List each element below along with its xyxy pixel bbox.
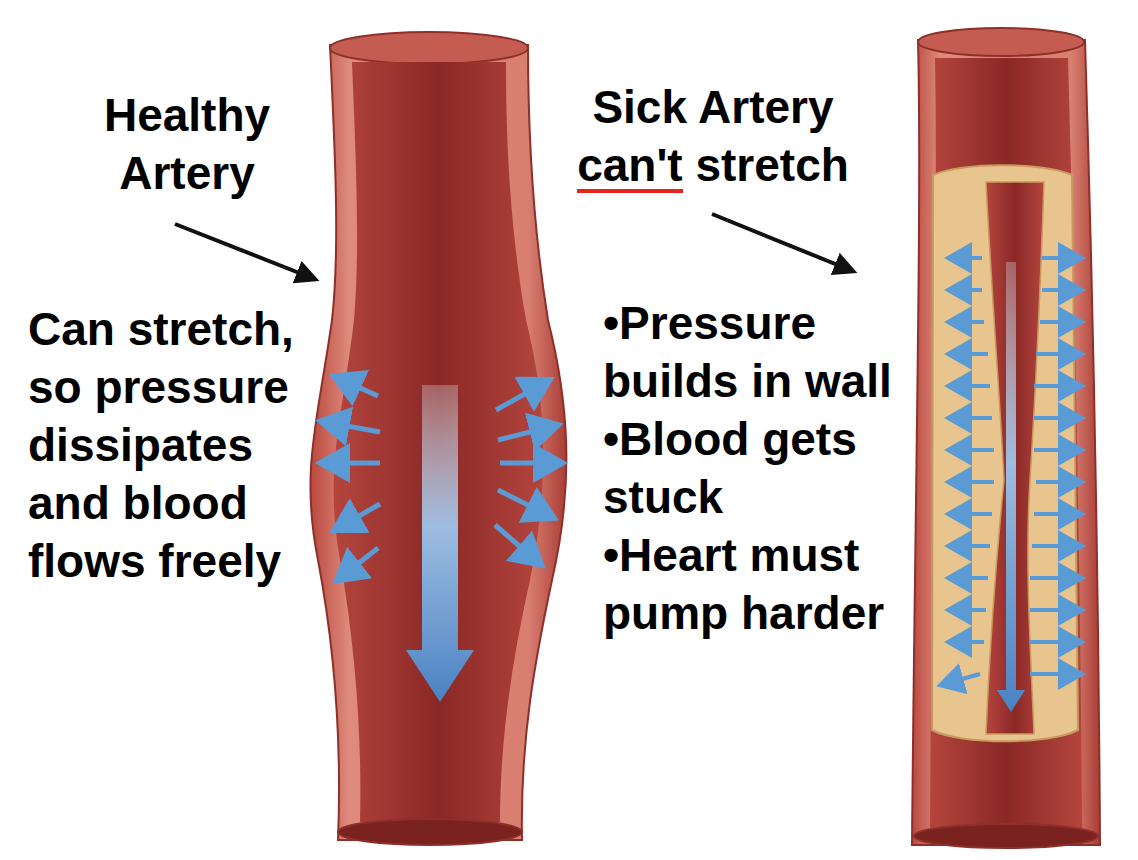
- bullet-text: •Pressure builds in wall: [603, 294, 909, 410]
- bullet-text: •Heart must pump harder: [603, 526, 909, 642]
- artery-title: Sick Artery can't stretch: [548, 78, 878, 194]
- leader-arrows: [175, 214, 850, 278]
- artery-title: Healthy Artery: [72, 86, 302, 202]
- healthy-artery: [310, 32, 566, 845]
- sick-artery: [912, 28, 1100, 848]
- description-text: Can stretch, so pressure dissipates and …: [28, 300, 318, 590]
- bullet-text: •Blood gets stuck: [603, 410, 909, 526]
- red-underline: [577, 189, 683, 193]
